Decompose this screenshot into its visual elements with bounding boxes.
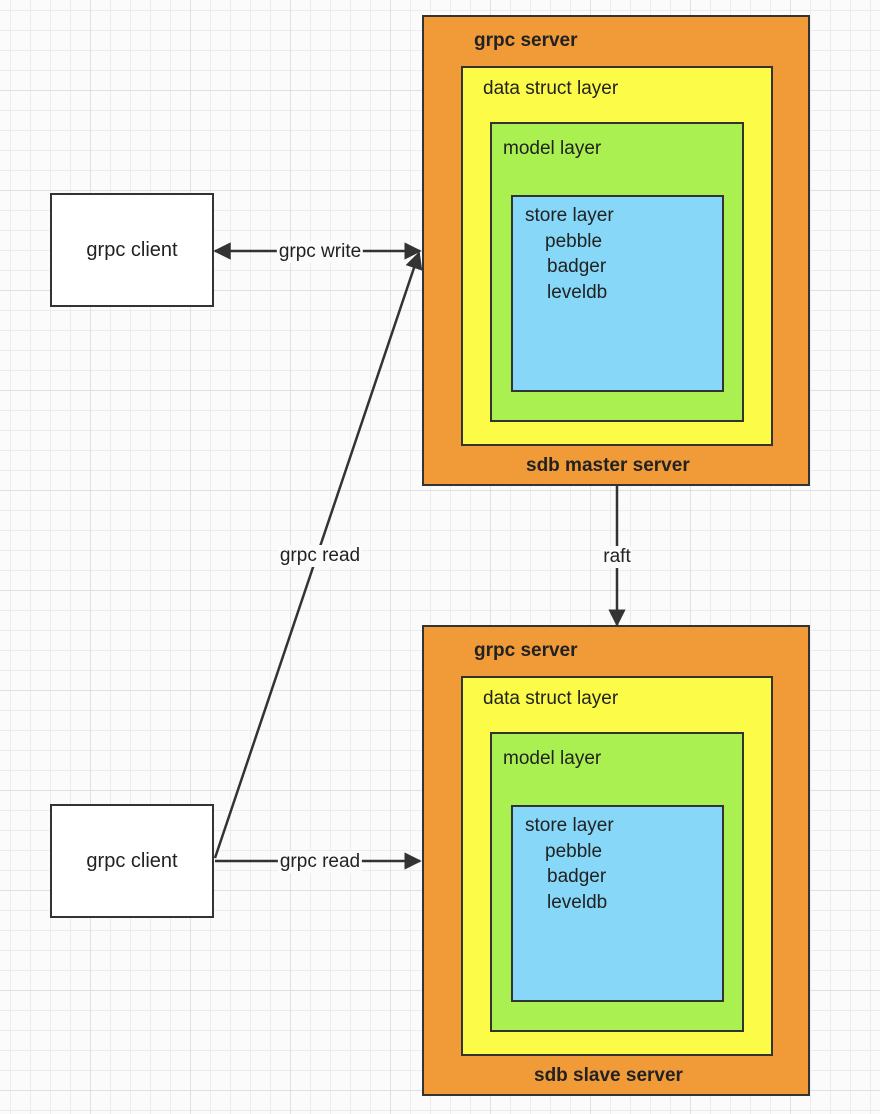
slave-engine-badger: badger <box>547 866 607 887</box>
slave-grpc-server-label: grpc server <box>474 640 578 661</box>
slave-store-layer: store layer pebble badger leveldb <box>511 805 724 1002</box>
grpc-read-master-label: grpc read <box>277 545 363 567</box>
slave-engine-leveldb: leveldb <box>547 891 608 913</box>
master-server-footer: sdb master server <box>526 455 690 476</box>
raft-label: raft <box>601 546 633 568</box>
slave-data-struct-layer: data struct layer model layer store laye… <box>461 676 773 1056</box>
grpc-client-top-label: grpc client <box>86 238 178 261</box>
master-engine-pebble: pebble <box>545 230 603 252</box>
master-engine-badger: badger <box>547 256 607 277</box>
master-store-label: store layer <box>525 205 614 226</box>
slave-store-label: store layer <box>525 815 614 836</box>
master-store-layer: store layer pebble badger leveldb <box>511 195 724 392</box>
slave-data-struct-label: data struct layer <box>483 688 619 709</box>
master-data-struct-layer: data struct layer model layer store laye… <box>461 66 773 446</box>
slave-model-layer: model layer store layer pebble badger le… <box>490 732 744 1032</box>
grpc-client-bottom: grpc client <box>50 804 214 918</box>
slave-model-label: model layer <box>503 748 602 769</box>
master-model-label: model layer <box>503 138 602 159</box>
grpc-write-label: grpc write <box>276 241 364 263</box>
grpc-client-bottom-label: grpc client <box>86 849 178 872</box>
master-engine-leveldb: leveldb <box>547 281 608 303</box>
grpc-client-top: grpc client <box>50 193 214 307</box>
master-model-layer: model layer store layer pebble badger le… <box>490 122 744 422</box>
grpc-read-slave-label: grpc read <box>277 851 363 873</box>
slave-server-footer: sdb slave server <box>534 1065 683 1086</box>
slave-engine-pebble: pebble <box>545 840 603 862</box>
master-data-struct-label: data struct layer <box>483 78 619 99</box>
slave-server: grpc server data struct layer model laye… <box>422 625 810 1096</box>
master-grpc-server-label: grpc server <box>474 30 578 51</box>
master-server: grpc server data struct layer model laye… <box>422 15 810 486</box>
